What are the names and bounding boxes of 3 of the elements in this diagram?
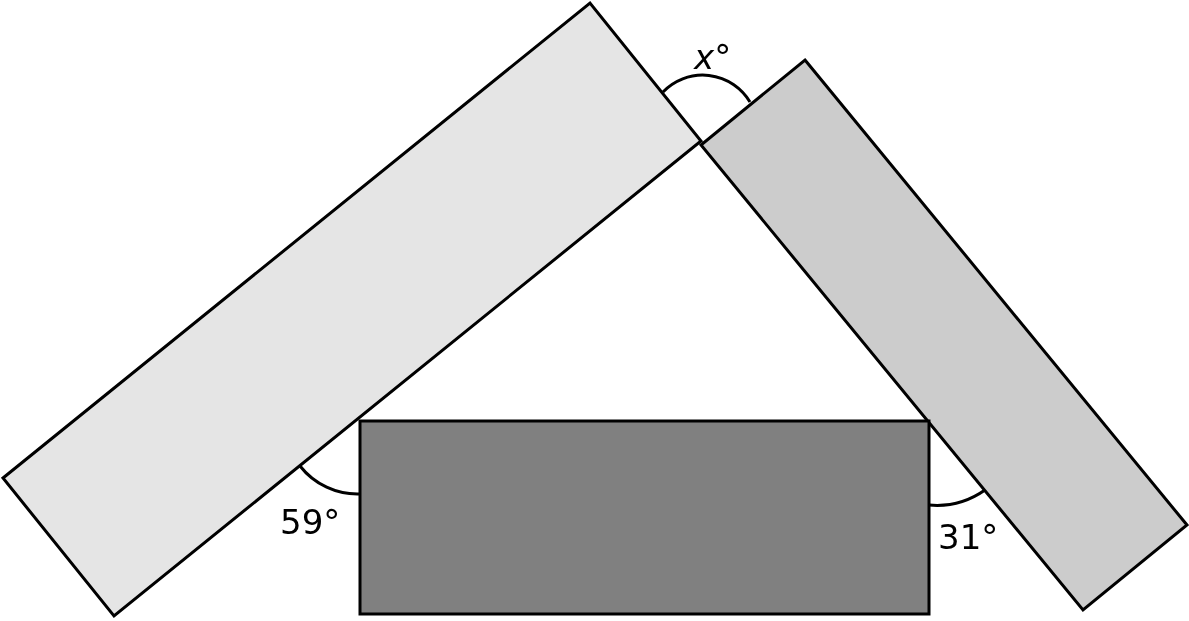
angle-label: 59° bbox=[280, 505, 341, 539]
angle-label: x° bbox=[694, 40, 732, 74]
angle-label: 31° bbox=[938, 520, 999, 554]
